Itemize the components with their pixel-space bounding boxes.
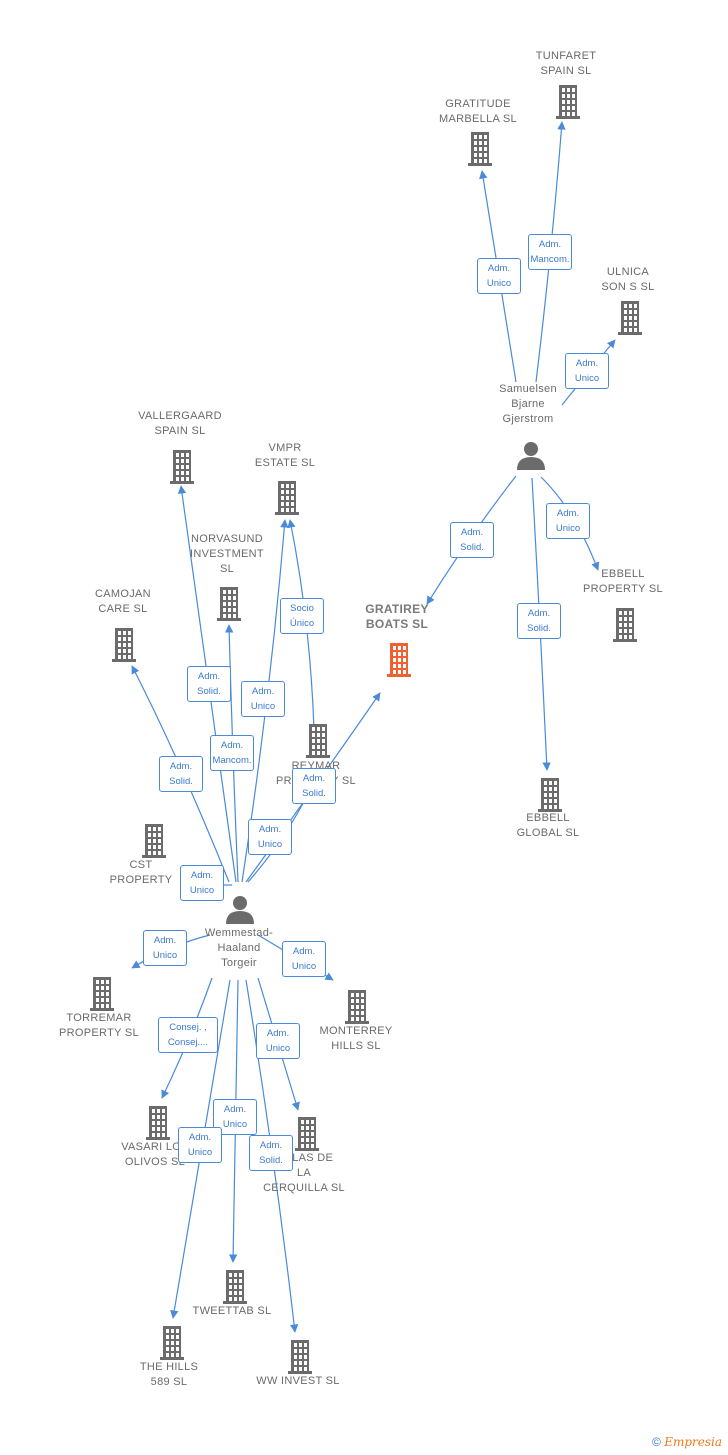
role-badge-wemmestad-to-vasari[interactable]: Consej. , Consej.... xyxy=(158,1017,218,1053)
building-icon-tunfaret[interactable] xyxy=(556,85,580,119)
node-label-cst[interactable]: CST PROPERTY xyxy=(109,859,173,886)
role-badge-reymar-to-vmpr[interactable]: Socio Único xyxy=(280,598,324,634)
building-icon-cst[interactable] xyxy=(142,824,166,858)
role-badge-samuelsen-to-ebbell_prop[interactable]: Adm. Unico xyxy=(546,503,590,539)
building-icon-norvasund[interactable] xyxy=(217,587,241,621)
building-icon-villas[interactable] xyxy=(295,1117,319,1151)
role-badge-wemmestad-to-monterrey[interactable]: Adm. Unico xyxy=(282,941,326,977)
role-badge-samuelsen-to-gratirey[interactable]: Adm. Solid. xyxy=(450,522,494,558)
node-label-norvasund[interactable]: NORVASUND INVESTMENT SL xyxy=(190,533,264,575)
building-icon-reymar[interactable] xyxy=(306,724,330,758)
role-badge-wemmestad-to-torremar[interactable]: Adm. Unico xyxy=(143,930,187,966)
building-icon-gratirey[interactable] xyxy=(387,643,411,677)
role-badge-wemmestad-to-reymar[interactable]: Adm. Unico xyxy=(248,819,292,855)
building-icon-thehills[interactable] xyxy=(160,1326,184,1360)
building-icon-ebbell_prop[interactable] xyxy=(613,608,637,642)
node-label-gratirey[interactable]: GRATIREY BOATS SL xyxy=(365,602,429,631)
person-icon-samuelsen[interactable] xyxy=(517,442,545,470)
role-badge-wemmestad-to-gratirey[interactable]: Adm. Solid. xyxy=(292,768,336,804)
footer: © Empresia xyxy=(652,1435,722,1449)
role-badge-wemmestad-to-villas[interactable]: Adm. Unico xyxy=(256,1023,300,1059)
building-icon-vallergaard[interactable] xyxy=(170,450,194,484)
role-badge-wemmestad-to-vallergaard[interactable]: Adm. Solid. xyxy=(187,666,231,702)
node-label-wwinvest[interactable]: WW INVEST SL xyxy=(256,1375,340,1387)
building-icon-ulnica[interactable] xyxy=(618,301,642,335)
node-label-vallergaard[interactable]: VALLERGAARD SPAIN SL xyxy=(138,410,222,437)
role-badge-wemmestad-to-cst[interactable]: Adm. Unico xyxy=(180,865,224,901)
role-badge-samuelsen-to-tunfaret[interactable]: Adm. Mancom. xyxy=(528,234,572,270)
node-label-thehills[interactable]: THE HILLS 589 SL xyxy=(139,1361,199,1388)
role-badge-wemmestad-to-thehills[interactable]: Adm. Unico xyxy=(178,1127,222,1163)
role-badge-wemmestad-to-wwinvest[interactable]: Adm. Solid. xyxy=(249,1135,293,1171)
node-label-monterrey[interactable]: MONTERREY HILLS SL xyxy=(319,1025,393,1052)
role-badge-samuelsen-to-gratitude[interactable]: Adm. Unico xyxy=(477,258,521,294)
brand-logo[interactable]: Empresia xyxy=(664,1435,722,1449)
node-label-tunfaret[interactable]: TUNFARET SPAIN SL xyxy=(535,50,597,77)
copyright-symbol: © xyxy=(652,1435,661,1449)
person-icon-wemmestad[interactable] xyxy=(226,896,254,924)
node-label-torremar[interactable]: TORREMAR PROPERTY SL xyxy=(59,1012,139,1039)
role-badge-wemmestad-to-norvasund[interactable]: Adm. Mancom. xyxy=(210,735,254,771)
role-badge-samuelsen-to-ebbell_global[interactable]: Adm. Solid. xyxy=(517,603,561,639)
building-icon-monterrey[interactable] xyxy=(345,990,369,1024)
role-badge-wemmestad-to-camojan[interactable]: Adm. Solid. xyxy=(159,756,203,792)
node-label-ulnica[interactable]: ULNICA SON S SL xyxy=(601,266,655,293)
building-icon-tweettab[interactable] xyxy=(223,1270,247,1304)
node-label-vmpr[interactable]: VMPR ESTATE SL xyxy=(254,442,316,469)
building-icon-ebbell_global[interactable] xyxy=(538,778,562,812)
node-label-gratitude[interactable]: GRATITUDE MARBELLA SL xyxy=(439,98,517,125)
node-label-ebbell_prop[interactable]: EBBELL PROPERTY SL xyxy=(583,568,663,595)
node-label-ebbell_global[interactable]: EBBELL GLOBAL SL xyxy=(516,812,580,839)
role-badge-wemmestad-to-vmpr[interactable]: Adm. Unico xyxy=(241,681,285,717)
node-label-samuelsen[interactable]: Samuelsen Bjarne Gjerstrom xyxy=(499,383,557,425)
building-icon-vmpr[interactable] xyxy=(275,481,299,515)
building-icon-vasari[interactable] xyxy=(146,1106,170,1140)
node-label-wemmestad[interactable]: Wemmestad- Haaland Torgeir xyxy=(204,927,274,969)
building-icon-wwinvest[interactable] xyxy=(288,1340,312,1374)
role-badge-samuelsen-to-ulnica[interactable]: Adm. Unico xyxy=(565,353,609,389)
node-label-camojan[interactable]: CAMOJAN CARE SL xyxy=(95,588,151,615)
node-label-tweettab[interactable]: TWEETTAB SL xyxy=(192,1305,272,1317)
building-icon-torremar[interactable] xyxy=(90,977,114,1011)
building-icon-camojan[interactable] xyxy=(112,628,136,662)
building-icon-gratitude[interactable] xyxy=(468,132,492,166)
